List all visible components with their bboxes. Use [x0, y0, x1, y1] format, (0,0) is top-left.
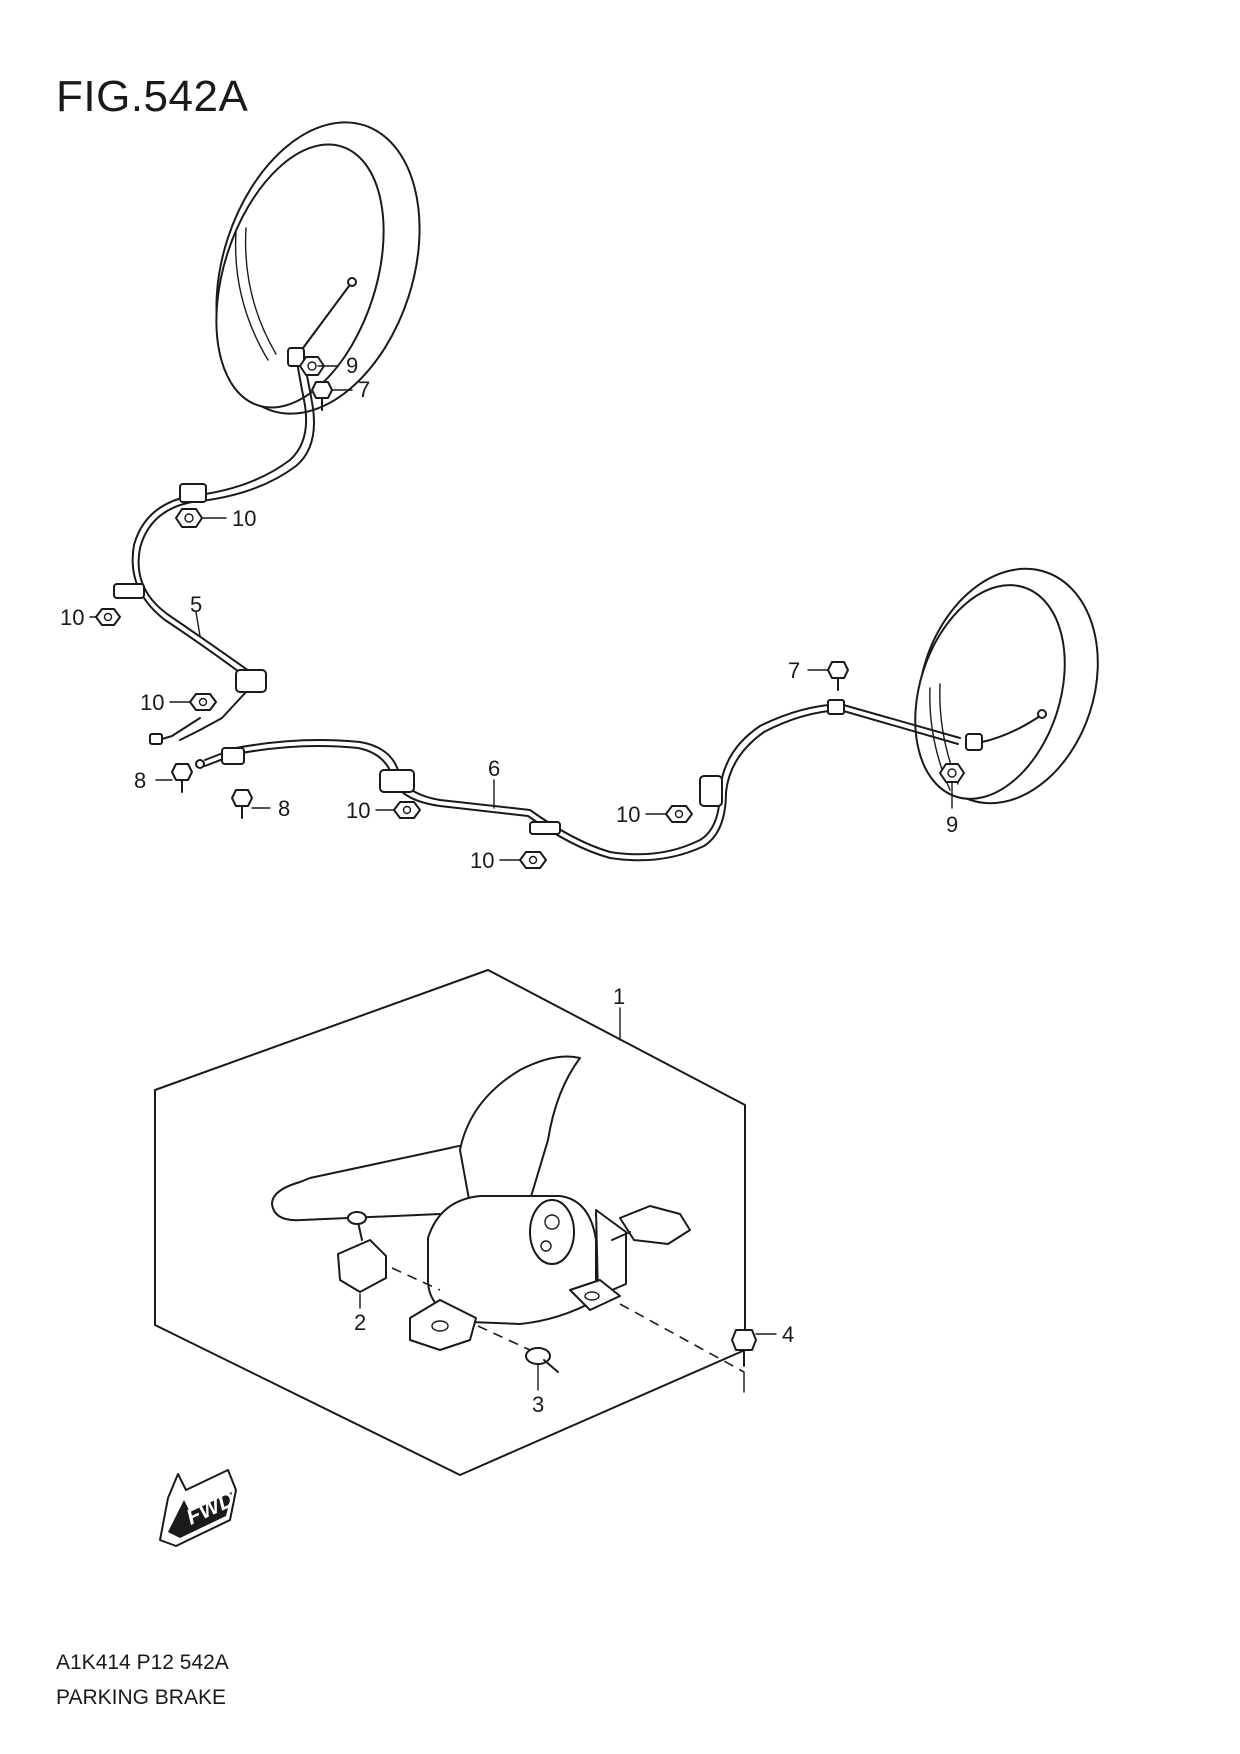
callout-10-b: 10	[60, 605, 84, 630]
parking-brake-lever-assembly	[154, 969, 757, 1476]
cable-5-left	[113, 277, 357, 745]
cable-6-right	[195, 699, 1047, 862]
nut-10b-icon	[95, 608, 121, 626]
callout-2: 2	[354, 1310, 366, 1335]
brake-drum-left-icon	[215, 121, 421, 415]
nut-10f-icon	[665, 805, 693, 823]
callout-1: 1	[613, 984, 625, 1009]
callout-8-b: 8	[278, 796, 290, 821]
figure-name: PARKING BRAKE	[56, 1686, 226, 1709]
nut-9-right-icon	[939, 763, 965, 783]
callout-10-d: 10	[346, 798, 370, 823]
fwd-arrow-icon: FWD	[159, 1469, 238, 1547]
figure-code: A1K414 P12 542A	[56, 1651, 229, 1674]
callout-7-left: 7	[358, 377, 370, 402]
bolt-8b-icon	[231, 789, 253, 819]
bolt-7-right-icon	[827, 661, 849, 691]
callout-3: 3	[532, 1392, 544, 1417]
callout-9-right: 9	[946, 812, 958, 837]
bolt-8a-icon	[171, 763, 193, 793]
brake-drum-right-icon	[914, 567, 1099, 805]
callout-10-c: 10	[140, 690, 164, 715]
callout-7-right: 7	[788, 658, 800, 683]
bolt-7-left-icon	[311, 381, 333, 411]
leader-lines-lower	[359, 1293, 777, 1391]
nut-10a-icon	[175, 508, 203, 528]
callout-9-left: 9	[346, 353, 358, 378]
nut-10e-icon	[519, 851, 547, 869]
callout-labels: 9 7 10 10 5 10 8 8 10 6 10 10 7 9 1 2 3 …	[60, 353, 958, 1417]
nut-10d-icon	[393, 801, 421, 819]
leader-lines-upper	[89, 365, 953, 861]
nut-9-left-icon	[299, 356, 325, 376]
callout-6: 6	[488, 756, 500, 781]
callout-10-a: 10	[232, 506, 256, 531]
figure-title: FIG.542A	[56, 72, 249, 121]
callout-5: 5	[190, 592, 202, 617]
nut-10c-icon	[189, 693, 217, 711]
callout-10-f: 10	[616, 802, 640, 827]
callout-4: 4	[782, 1322, 794, 1347]
callout-10-e: 10	[470, 848, 494, 873]
callout-8-a: 8	[134, 768, 146, 793]
